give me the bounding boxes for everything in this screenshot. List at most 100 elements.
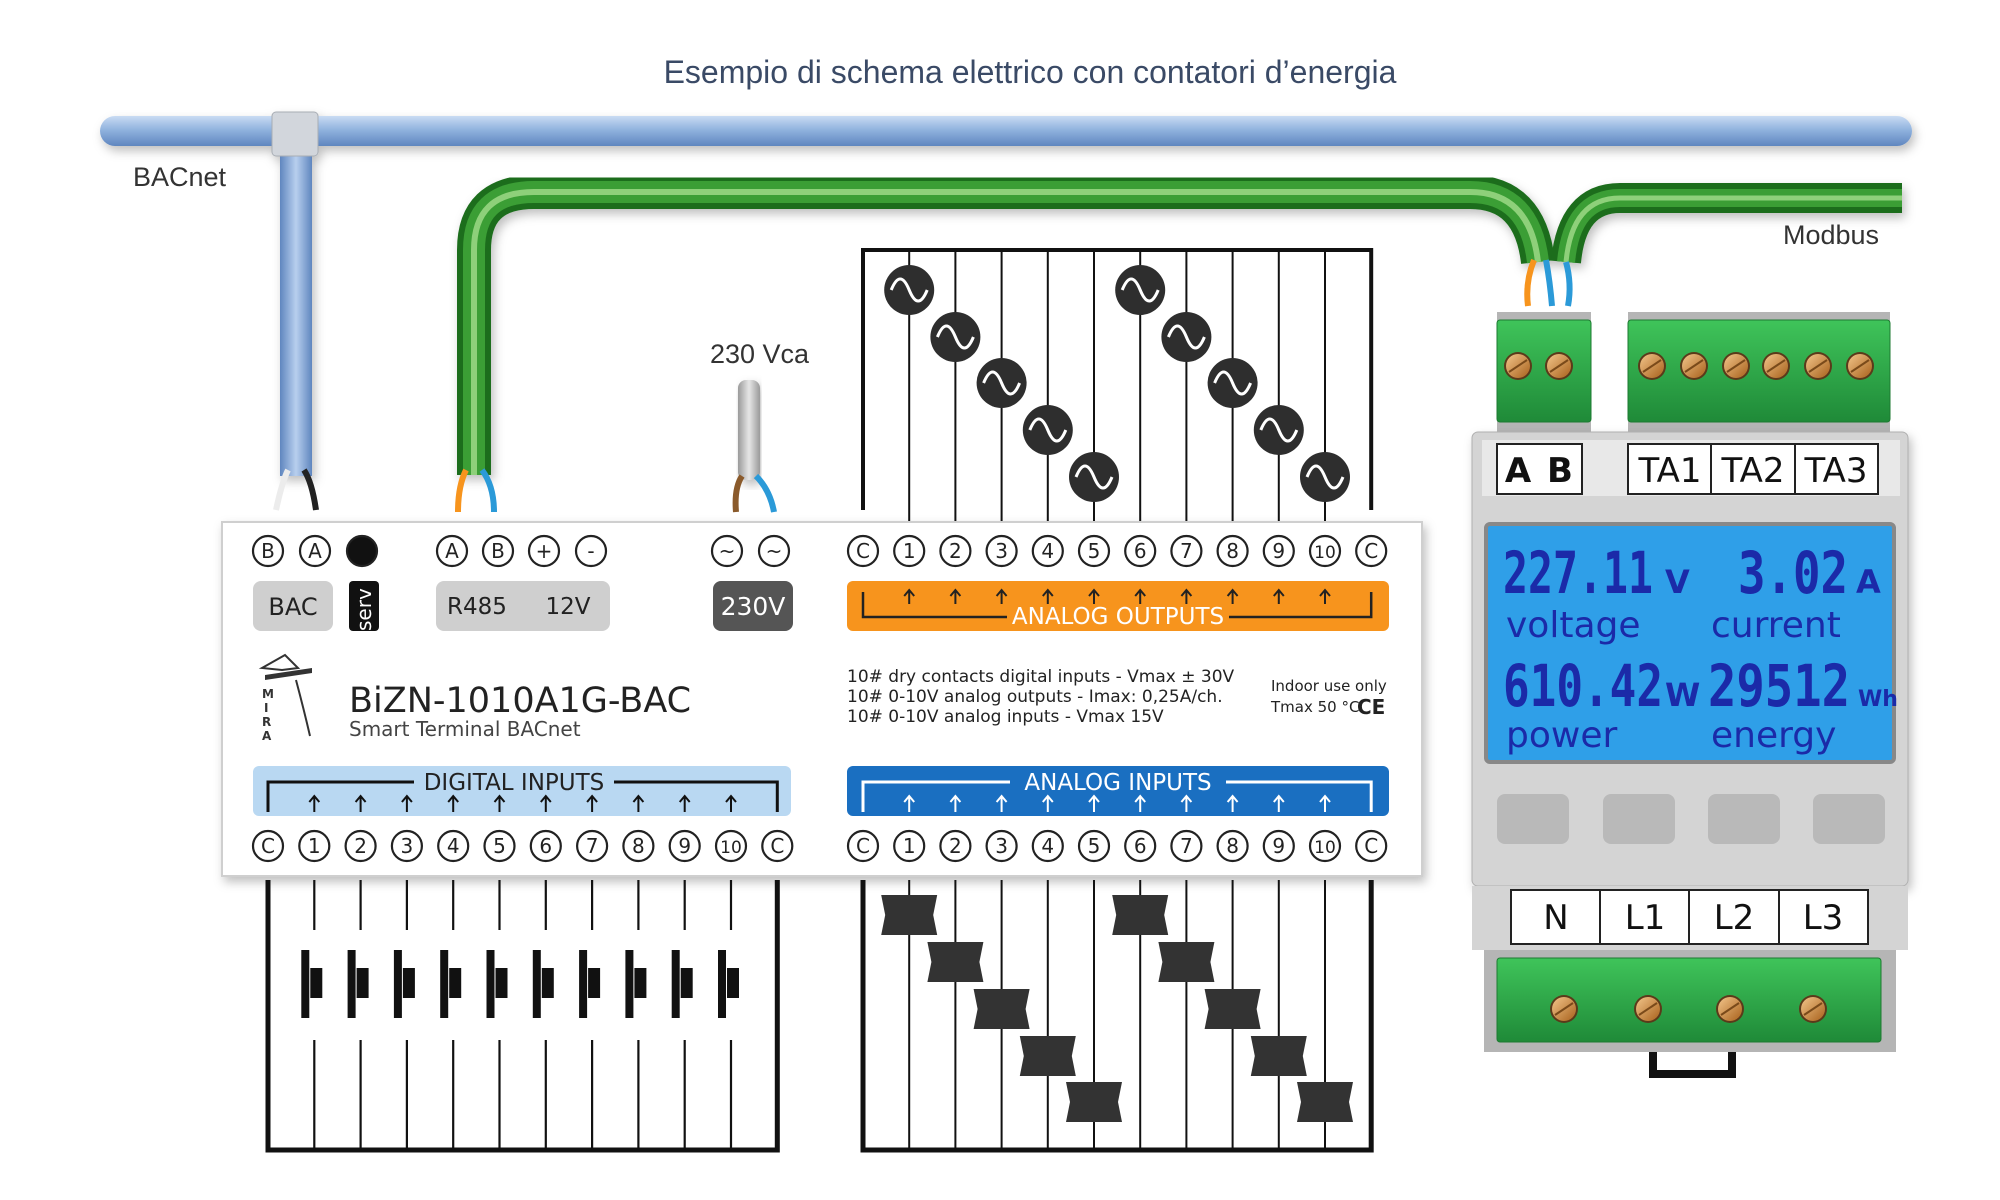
terminal-ai-7: 7: [1170, 829, 1203, 863]
terminal-ai-2: 2: [939, 829, 972, 863]
terminal-r485-1: B: [481, 534, 515, 568]
di-switch-left-10: [718, 950, 726, 1018]
meter-button-4[interactable]: [1813, 794, 1885, 844]
ao-load-wave-4-1: [1305, 464, 1345, 490]
terminal-ao-9-label: 9: [1272, 539, 1285, 563]
meter-button-1[interactable]: [1497, 794, 1569, 844]
lcd-current-label: current: [1711, 605, 1841, 646]
terminal-power-1-label: ~: [766, 539, 783, 563]
lcd-power-value: 610.42: [1503, 652, 1663, 720]
230v-label-box: [713, 581, 793, 631]
terminal-ai-6-ring: [1124, 829, 1157, 863]
ao-bracket-right: [1229, 592, 1373, 619]
terminal-ao-4: 4: [1031, 534, 1064, 568]
di-arrow-4: [447, 794, 459, 812]
meter-label-A: A: [1505, 451, 1532, 491]
terminal-di-3-label: 3: [401, 834, 414, 858]
terminal-ao-8-ring: [1216, 534, 1249, 568]
terminal-di-8-ring: [622, 829, 655, 863]
terminal-ai-4-ring: [1031, 829, 1064, 863]
meter-button-3[interactable]: [1708, 794, 1780, 844]
di-arrow-7: [586, 794, 598, 812]
ao-load-wave-2-1: [1213, 370, 1252, 396]
terminal-power-0-label: ~: [719, 539, 736, 563]
lcd-power-label: power: [1506, 715, 1617, 756]
terminal-di-5-label: 5: [493, 834, 506, 858]
terminal-ai-5: 5: [1077, 829, 1111, 863]
terminal-ai-7-ring: [1170, 829, 1203, 863]
terminal-ai-9-label: 9: [1272, 834, 1285, 858]
logo-letter-4: A: [262, 729, 272, 743]
ai-sensor-0-0: [881, 895, 938, 935]
modbus-wire-blue: [479, 468, 497, 513]
terminal-ao-2-ring: [939, 534, 972, 568]
terminal-ao-11-ring: [1355, 534, 1388, 568]
terminal-ao-0-ring: [846, 534, 880, 568]
di-switch-right-5: [495, 968, 508, 998]
terminal-ai-6-label: 6: [1134, 834, 1147, 858]
meter-wire-orange: [1524, 258, 1537, 307]
ao-arrow-7: [1180, 588, 1193, 604]
modbus-label: Modbus: [1783, 220, 1879, 250]
analog-outputs-bar: [847, 581, 1389, 631]
terminal-ao-3-label: 3: [995, 539, 1008, 563]
diagram-title: Esempio di schema elettrico con contator…: [664, 54, 1397, 90]
terminal-r485-2-ring: [527, 534, 561, 568]
terminal-ai-4-label: 4: [1041, 834, 1054, 858]
terminal-power-1-ring: [757, 534, 791, 568]
ao-load-wave-3-1: [1259, 417, 1299, 443]
terminal-ao-2-label: 2: [949, 539, 962, 563]
meter-label-phase-0: N: [1543, 898, 1568, 938]
meter-screw-ta-1-slot: [1684, 359, 1704, 373]
din-clip: [1649, 1052, 1736, 1078]
di-arrow-9: [678, 794, 691, 812]
ao-frame: [861, 248, 1374, 510]
terminal-bac-1: A: [298, 534, 332, 568]
terminal-di-6-label: 6: [539, 834, 552, 858]
meter-lcd: [1484, 522, 1896, 764]
meter-terminal-ta: [1627, 319, 1891, 423]
terminal-ao-11: C: [1355, 534, 1388, 568]
di-switch-left-6: [532, 950, 541, 1018]
terminal-ao-1: 1: [893, 534, 926, 568]
terminal-ao-0: C: [846, 534, 880, 568]
ao-bracket-left: [861, 592, 1007, 619]
ai-bracket-right: [1226, 780, 1373, 812]
ao-arrow-2: [949, 588, 962, 604]
terminal-ai-10-label: 10: [1314, 838, 1336, 858]
terminal-bac-1-label: A: [308, 539, 322, 563]
meter-top-screws: [1504, 352, 1874, 380]
terminal-ai-3: 3: [985, 829, 1018, 863]
ai-frame: [860, 880, 1374, 1153]
meter-screw-power-2-slot: [1720, 1002, 1740, 1016]
terminal-ao-6-ring: [1124, 534, 1157, 568]
terminal-power-0-ring: [710, 534, 744, 568]
meter-screw-ta-0-slot: [1642, 359, 1662, 373]
analog-outputs-arrows: [861, 588, 1373, 619]
di-switch-left-4: [440, 950, 449, 1018]
ce-mark: CE: [1357, 695, 1385, 719]
serv-label: serv: [352, 588, 376, 631]
terminal-ai-7-label: 7: [1180, 834, 1193, 858]
terminal-di-11-label: C: [770, 834, 784, 858]
meter-label-phase-2: L2: [1714, 898, 1755, 938]
di-switch-left-7: [579, 950, 588, 1018]
terminal-r485-2: +: [527, 534, 561, 568]
terminal-r485-0-ring: [435, 534, 469, 568]
terminal-ai-6: 6: [1124, 829, 1157, 863]
terminal-ai-0: C: [846, 829, 880, 863]
terminal-ao-4-label: 4: [1041, 539, 1054, 563]
r485-label: R485: [447, 594, 507, 620]
meter-screw-ta-2-slot: [1726, 359, 1746, 373]
terminal-ai-11: C: [1355, 829, 1388, 863]
ao-load-wave-2-0: [982, 370, 1021, 396]
ao-arrow-3: [995, 588, 1008, 604]
ai-arrow-9: [1273, 794, 1285, 812]
modbus-wire-orange: [455, 468, 469, 513]
meter-button-2[interactable]: [1603, 794, 1675, 844]
terminal-ai-3-ring: [985, 829, 1018, 863]
terminal-di-9-ring: [668, 829, 701, 863]
modbus-cable: [457, 175, 1902, 475]
meter-screw-ta-5-slot: [1850, 359, 1870, 373]
di-arrow-8: [632, 794, 645, 812]
